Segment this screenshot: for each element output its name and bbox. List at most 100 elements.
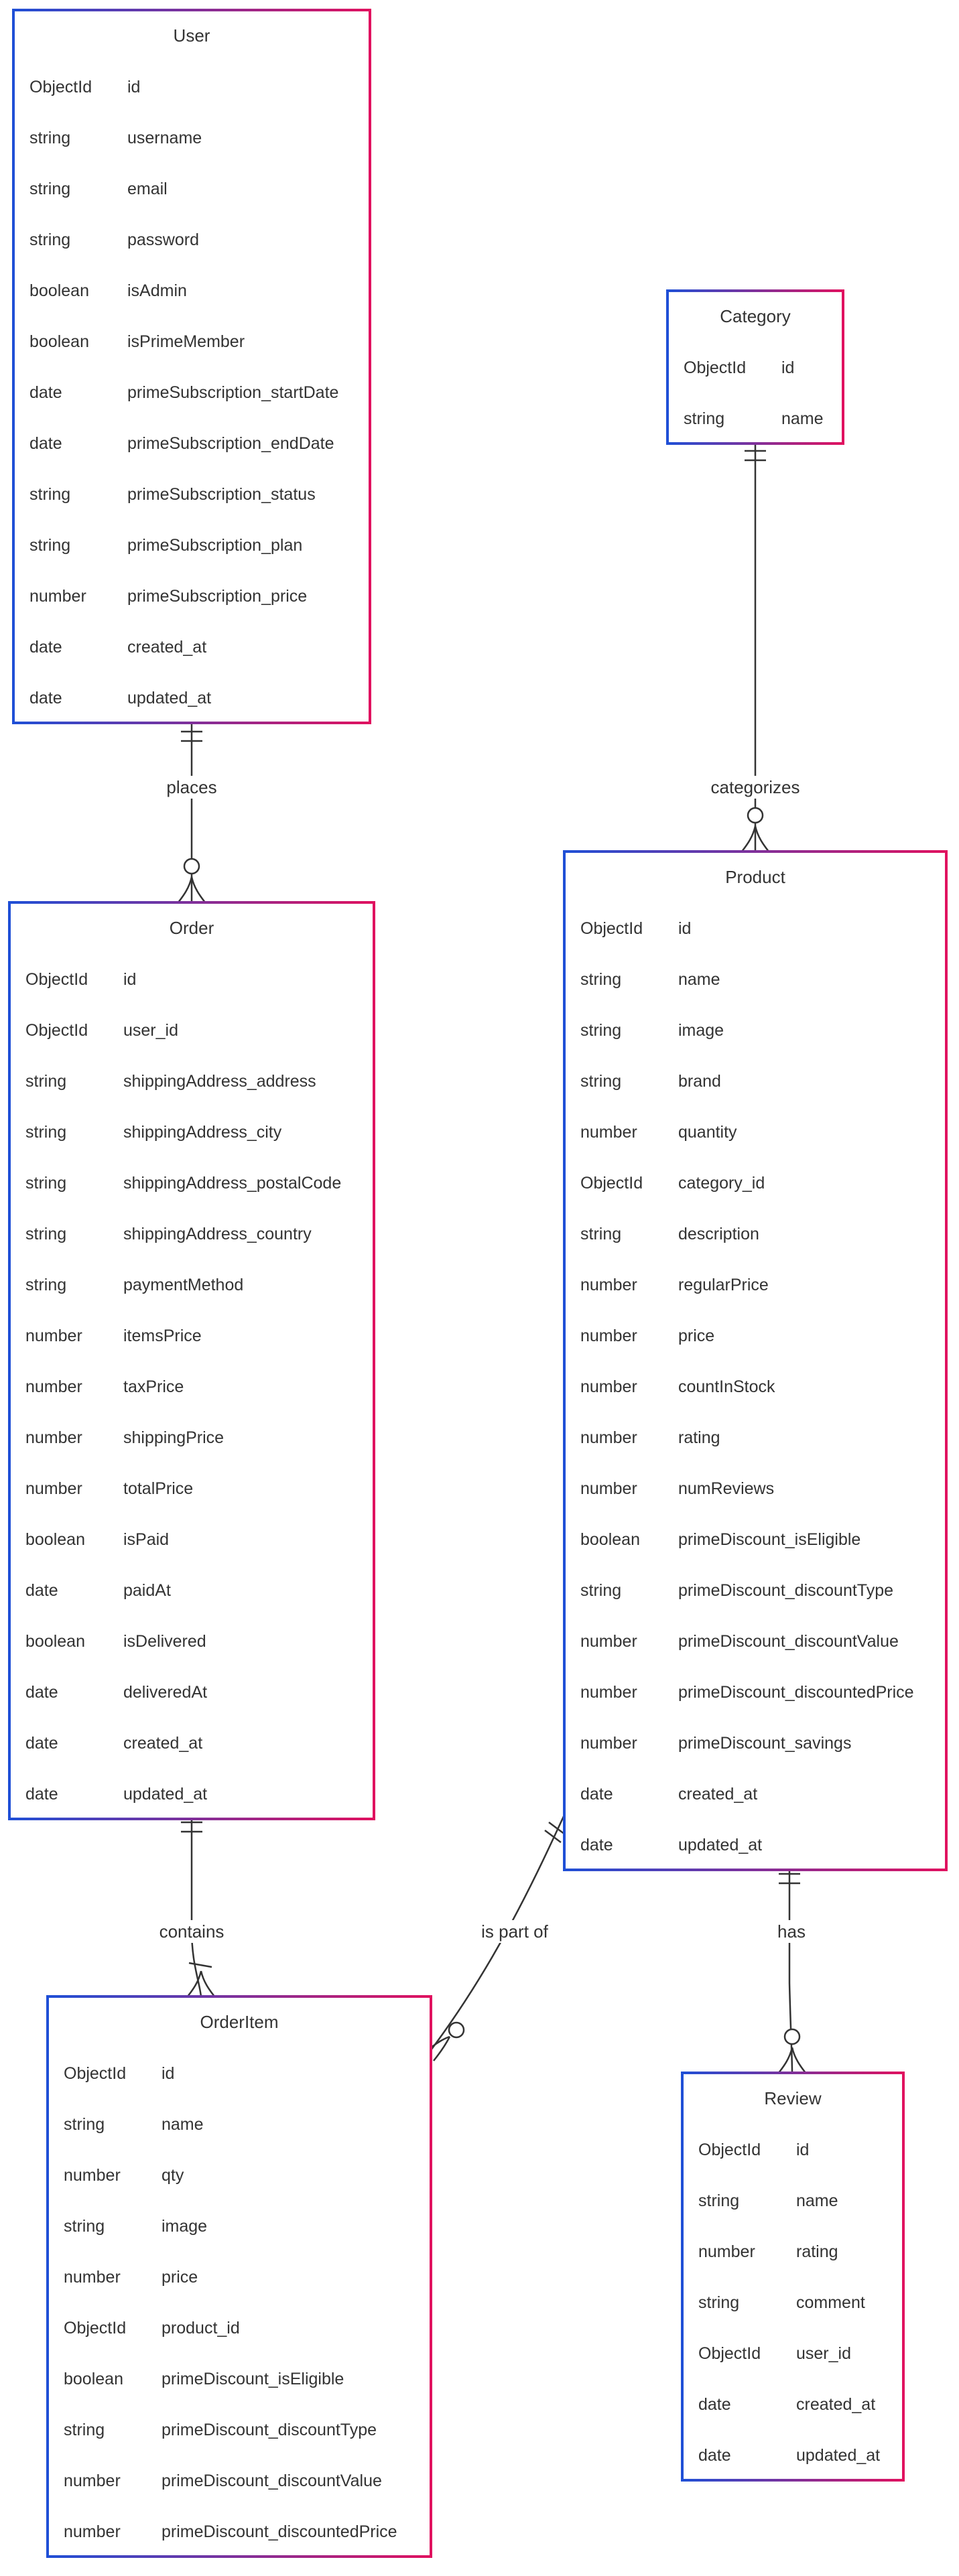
attribute-name: shippingAddress_city bbox=[123, 1123, 282, 1142]
attribute-name: paymentMethod bbox=[123, 1276, 243, 1294]
cardinality-one-marker bbox=[181, 1821, 202, 1833]
attribute-name: primeDiscount_isEligible bbox=[678, 1530, 860, 1549]
cardinality-many-marker bbox=[430, 2021, 465, 2061]
attribute-type: date bbox=[25, 1785, 58, 1804]
attribute-type: date bbox=[29, 689, 62, 707]
relationship-line-contains bbox=[190, 1815, 202, 1997]
attribute-type: number bbox=[580, 1632, 637, 1651]
attribute-name: primeDiscount_savings bbox=[678, 1734, 851, 1753]
attribute-name: id bbox=[781, 358, 794, 377]
attribute-type: number bbox=[580, 1683, 637, 1702]
attribute-type: ObjectId bbox=[25, 970, 88, 989]
attribute-type: number bbox=[580, 1734, 637, 1753]
attribute-name: taxPrice bbox=[123, 1377, 184, 1396]
attribute-type: number bbox=[580, 1479, 637, 1498]
attribute-type: ObjectId bbox=[580, 1174, 643, 1193]
attribute-type: boolean bbox=[64, 2370, 123, 2388]
cardinality-one-marker bbox=[544, 1822, 566, 1843]
relationship-label: categorizes bbox=[711, 777, 800, 797]
attribute-type: string bbox=[25, 1174, 66, 1193]
attribute-name: primeSubscription_endDate bbox=[127, 434, 334, 453]
attribute-type: string bbox=[64, 2115, 105, 2134]
attribute-name: primeDiscount_isEligible bbox=[162, 2370, 344, 2388]
cardinality-one-marker bbox=[181, 730, 202, 742]
attribute-name: primeSubscription_price bbox=[127, 587, 307, 606]
attribute-name: shippingAddress_postalCode bbox=[123, 1174, 341, 1193]
attribute-type: number bbox=[25, 1479, 82, 1498]
attribute-type: string bbox=[25, 1072, 66, 1091]
attribute-name: description bbox=[678, 1225, 759, 1243]
cardinality-many-marker bbox=[178, 858, 206, 903]
attribute-type: number bbox=[25, 1377, 82, 1396]
entity-title: Product bbox=[725, 867, 785, 887]
attribute-name: totalPrice bbox=[123, 1479, 193, 1498]
entity-box bbox=[666, 289, 844, 445]
attribute-name: created_at bbox=[123, 1734, 202, 1753]
attribute-name: paidAt bbox=[123, 1581, 171, 1600]
attribute-name: shippingAddress_country bbox=[123, 1225, 312, 1243]
attribute-type: string bbox=[580, 970, 621, 989]
attribute-name: id bbox=[123, 970, 136, 989]
relationship-label: contains bbox=[159, 1921, 225, 1942]
attribute-type: string bbox=[29, 485, 70, 504]
attribute-type: string bbox=[25, 1123, 66, 1142]
attribute-type: string bbox=[29, 129, 70, 147]
attribute-name: updated_at bbox=[127, 689, 211, 707]
attribute-name: rating bbox=[678, 1428, 720, 1447]
attribute-name: id bbox=[127, 78, 140, 96]
attribute-name: category_id bbox=[678, 1174, 765, 1193]
attribute-type: string bbox=[698, 2293, 739, 2312]
attribute-type: number bbox=[580, 1428, 637, 1447]
entity-title: Category bbox=[720, 306, 791, 326]
attribute-type: boolean bbox=[25, 1632, 85, 1651]
attribute-type: number bbox=[64, 2268, 121, 2287]
relationship-label-bg bbox=[478, 1920, 552, 1943]
attribute-name: name bbox=[162, 2115, 204, 2134]
attribute-name: isDelivered bbox=[123, 1632, 206, 1651]
attribute-name: price bbox=[678, 1327, 714, 1345]
attribute-name: primeDiscount_discountedPrice bbox=[678, 1683, 914, 1702]
attribute-type: string bbox=[580, 1225, 621, 1243]
attribute-name: countInStock bbox=[678, 1377, 775, 1396]
attribute-name: user_id bbox=[796, 2344, 851, 2363]
attribute-type: number bbox=[64, 2471, 121, 2490]
attribute-name: image bbox=[162, 2217, 207, 2236]
relationship-label: places bbox=[166, 777, 216, 797]
attribute-type: date bbox=[29, 638, 62, 657]
attribute-name: primeDiscount_discountedPrice bbox=[162, 2522, 397, 2541]
attribute-type: string bbox=[64, 2217, 105, 2236]
attribute-type: ObjectId bbox=[698, 2344, 761, 2363]
attribute-name: qty bbox=[162, 2166, 184, 2185]
attribute-type: ObjectId bbox=[580, 919, 643, 938]
attribute-type: string bbox=[698, 2191, 739, 2210]
attribute-type: string bbox=[29, 536, 70, 555]
attribute-type: ObjectId bbox=[698, 2141, 761, 2159]
attribute-type: string bbox=[25, 1225, 66, 1243]
attribute-type: number bbox=[580, 1123, 637, 1142]
attribute-type: ObjectId bbox=[64, 2319, 126, 2337]
attribute-name: primeDiscount_discountType bbox=[162, 2421, 377, 2439]
cardinality-many-marker bbox=[778, 2028, 806, 2074]
attribute-name: comment bbox=[796, 2293, 865, 2312]
cardinality-markers bbox=[178, 450, 806, 2074]
attribute-type: ObjectId bbox=[25, 1021, 88, 1040]
entity-title: User bbox=[174, 25, 210, 46]
attribute-type: string bbox=[684, 409, 724, 428]
attribute-type: number bbox=[64, 2522, 121, 2541]
attribute-name: email bbox=[127, 180, 168, 198]
attribute-type: string bbox=[580, 1021, 621, 1040]
attribute-name: updated_at bbox=[123, 1785, 207, 1804]
attribute-name: primeSubscription_startDate bbox=[127, 383, 338, 402]
attribute-name: id bbox=[678, 919, 691, 938]
relationship-label-bg bbox=[164, 776, 220, 799]
entity-box bbox=[46, 1995, 432, 2558]
attribute-name: user_id bbox=[123, 1021, 178, 1040]
attribute-type: date bbox=[698, 2395, 731, 2414]
attribute-type: number bbox=[580, 1276, 637, 1294]
attribute-name: primeSubscription_plan bbox=[127, 536, 302, 555]
relationship-label-bg bbox=[708, 776, 803, 799]
attribute-name: name bbox=[781, 409, 824, 428]
